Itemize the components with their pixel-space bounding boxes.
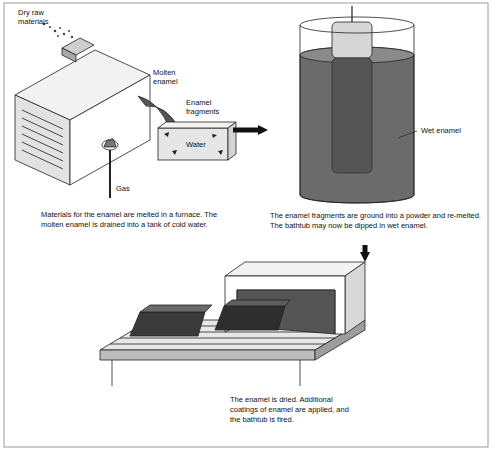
process-arrow xyxy=(233,128,258,133)
step-caption: Materials for the enamel are melted in a… xyxy=(41,210,233,230)
step-caption: The enamel is dried. Additional coatings… xyxy=(230,395,360,424)
step-caption: The enamel fragments are ground into a p… xyxy=(270,211,481,231)
part-label: Enamel fragments xyxy=(186,98,231,117)
step-panel: Materials for the enamel are melted in a… xyxy=(8,5,233,237)
part-label: Dry raw materials xyxy=(18,8,58,27)
part-label: Water xyxy=(186,140,216,149)
trough-and-tank xyxy=(138,96,236,160)
part-label: Wet enamel xyxy=(421,126,481,135)
part-label: Molten enamel xyxy=(153,68,193,87)
leader-line xyxy=(398,131,417,138)
step-panel: The enamel is dried. Additional coatings… xyxy=(90,262,372,427)
part-label: Gas xyxy=(116,184,140,193)
furnace xyxy=(15,23,150,198)
dipping-tank xyxy=(300,6,417,203)
drying-oven xyxy=(100,262,365,386)
process-arrow xyxy=(363,245,368,252)
frame xyxy=(4,3,488,447)
